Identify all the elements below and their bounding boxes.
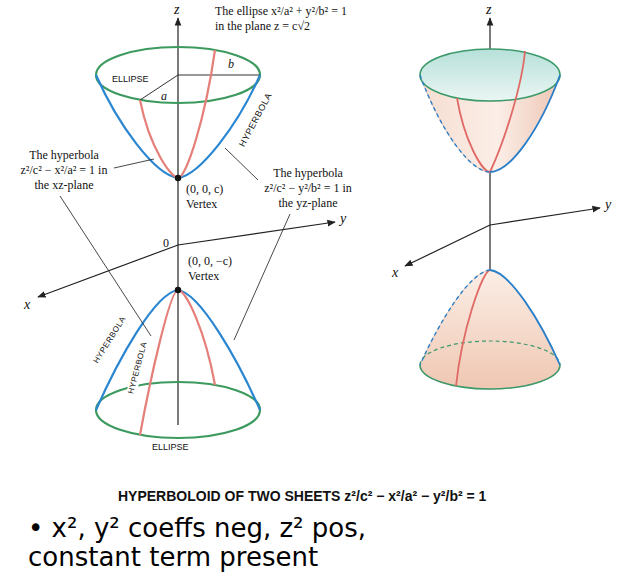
hyperbola-yz-trace (490, 270, 560, 365)
axis-label: x (392, 264, 398, 282)
y-axis (178, 222, 335, 245)
curve-tag: HYPERBOLA (126, 340, 150, 396)
semi-axis-label: a (161, 89, 167, 104)
hyperbola-caption: The hyperbola z²/c² − y²/b² = 1 in the y… (262, 166, 354, 211)
ellipse-trace (96, 382, 260, 438)
hyperbola-xz-trace (457, 98, 490, 172)
hyperbola-xz-trace (490, 51, 525, 172)
hyperbola-yz-trace (96, 75, 260, 178)
ellipse-trace (96, 47, 260, 103)
vertex-label: (0, 0, c) Vertex (186, 182, 246, 212)
vertex-dot (175, 175, 181, 181)
handwritten-note: • x², y² coeffs neg, z² pos, constant te… (28, 514, 468, 571)
ellipse-caption: The ellipse x²/a² + y²/b² = 1 in the pla… (215, 4, 355, 34)
hyperbola-yz-trace (490, 75, 560, 172)
curve-tag: ELLIPSE (152, 442, 189, 453)
hyperbola-xz-trace (456, 270, 490, 386)
y-axis (490, 208, 600, 225)
leader-line (234, 214, 290, 340)
figure-title: HYPERBOLOID OF TWO SHEETS z²/c² − x²/a² … (118, 488, 486, 506)
hyperbola-yz-hidden (420, 270, 490, 365)
hyperbola-yz-hidden (420, 75, 490, 172)
lower-sheet-rim-hidden (420, 341, 560, 365)
semi-axis-b (178, 75, 260, 76)
z-axis (177, 18, 178, 425)
hyperbola-caption: The hyperbola z²/c² − x²/a² = 1 in the x… (18, 148, 110, 193)
axis-label: y (340, 210, 346, 228)
leader-line (114, 159, 154, 168)
axis-label: z (486, 1, 491, 19)
axis-label: z (174, 1, 179, 19)
axis-label: y (605, 196, 611, 214)
hyperbola-xz-trace (140, 290, 215, 435)
leader-line (60, 196, 151, 336)
lower-sheet-rim (420, 365, 560, 389)
leader-line (225, 148, 258, 180)
vertex-label: (0, 0, −c) Vertex (188, 254, 250, 284)
vertex-dot (175, 287, 181, 293)
curve-tag: ELLIPSE (112, 74, 149, 85)
lower-sheet-surface (420, 270, 560, 389)
curve-tag: HYPERBOLA (237, 90, 276, 150)
upper-sheet-rim (420, 49, 560, 101)
hyperbola-yz-trace (96, 290, 260, 410)
x-axis (405, 225, 490, 266)
axis-label: x (24, 296, 30, 314)
semi-axis-label: b (228, 57, 234, 72)
curve-tag: HYPERBOLA (91, 314, 129, 366)
origin-label: 0 (163, 236, 169, 251)
x-axis (38, 245, 178, 297)
hyperbola-xz-trace (140, 50, 215, 178)
